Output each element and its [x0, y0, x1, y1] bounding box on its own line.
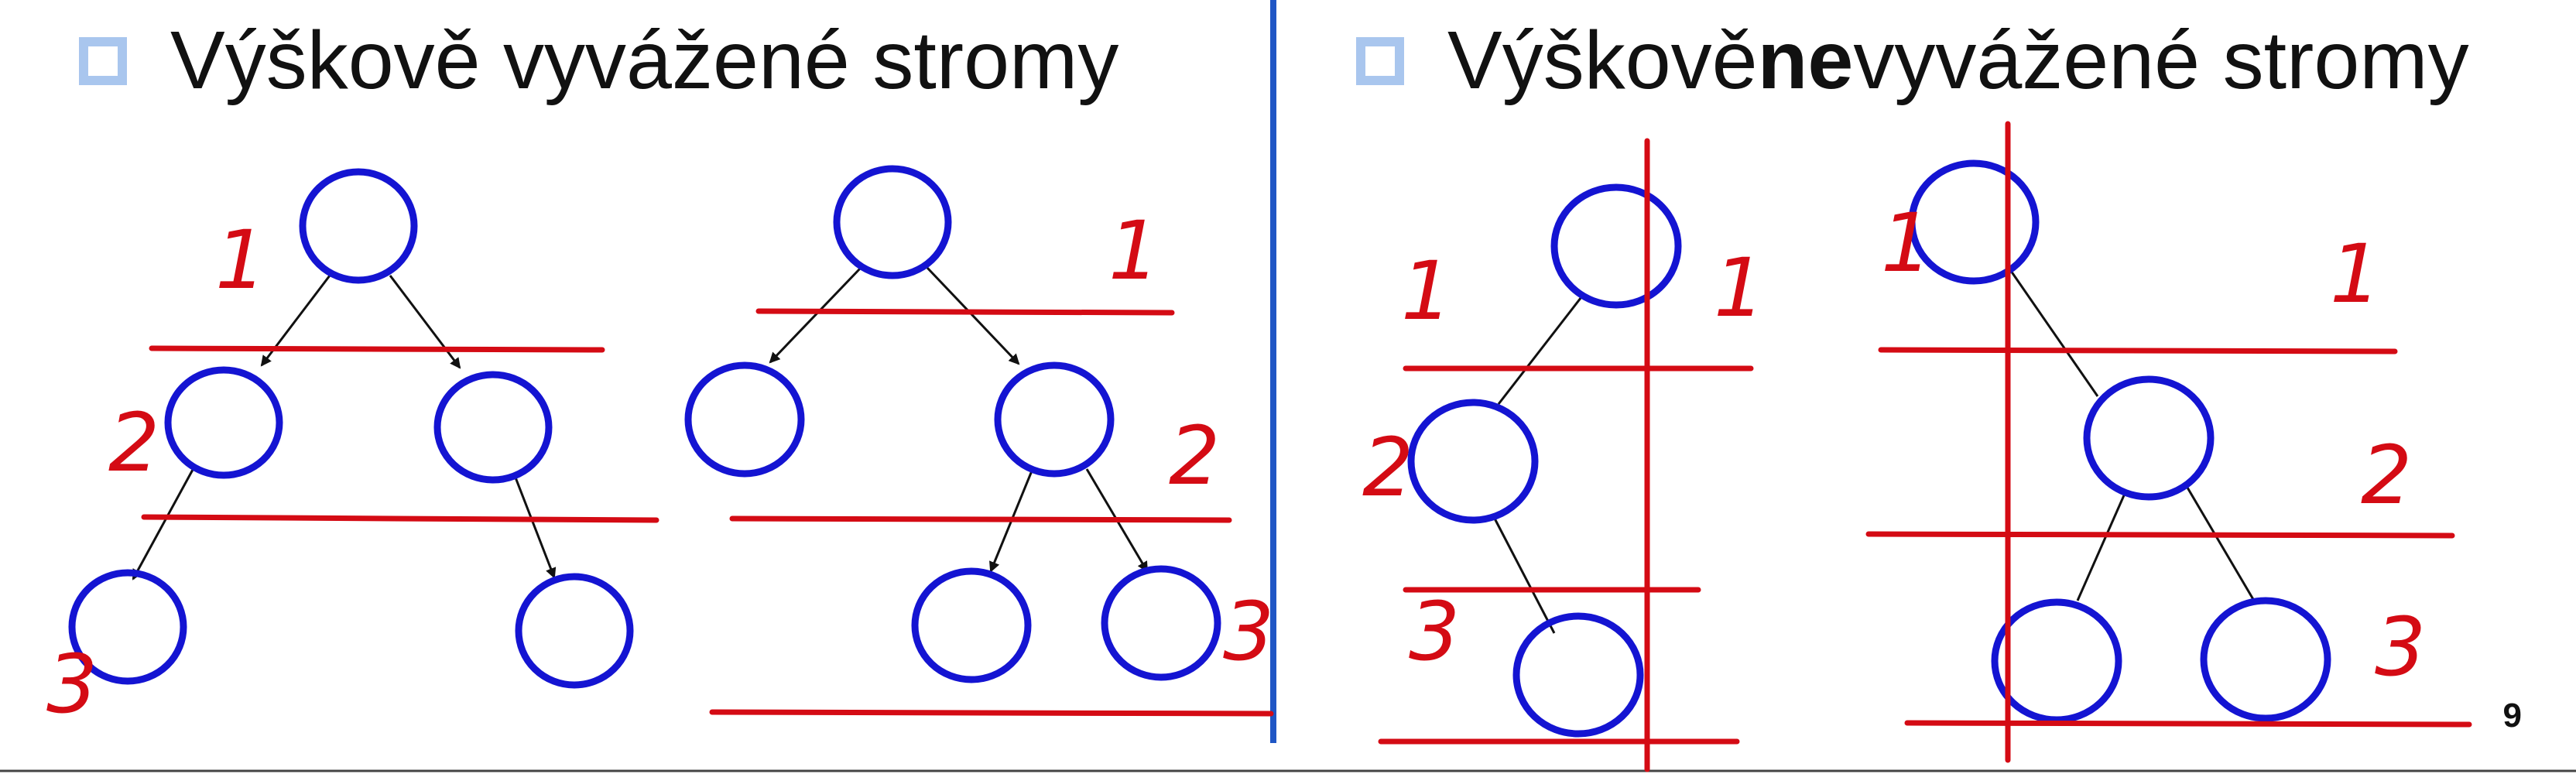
tree-node	[2083, 375, 2215, 501]
level-label: 1	[1108, 204, 1160, 298]
tree-edge	[2186, 487, 2256, 601]
tree-edge	[2076, 495, 2126, 601]
level-label: 1	[1401, 244, 1452, 338]
page-number: 9	[2502, 697, 2522, 735]
tree-node	[164, 366, 283, 479]
level-label: 2	[1169, 409, 1220, 503]
tree-node	[299, 168, 418, 284]
tree-node	[2200, 597, 2331, 722]
tree-edge	[926, 266, 1020, 365]
right-title-bold: ne	[1757, 15, 1854, 106]
level-line	[141, 514, 659, 523]
level-label: 2	[108, 396, 159, 490]
tree-node	[1908, 159, 2040, 285]
square-bullet-icon	[79, 36, 127, 85]
tree-node	[1101, 565, 1221, 681]
tree-1: 1 2 3	[46, 168, 659, 731]
tree-edge	[389, 275, 461, 369]
tree-2: 1 2 3	[684, 165, 1274, 717]
tree-edge	[514, 477, 557, 579]
tree-node	[515, 573, 634, 689]
level-line	[149, 345, 605, 353]
level-line	[729, 515, 1232, 523]
tree-node	[994, 361, 1115, 478]
left-panel-title: Výškově vyvážené stromy	[79, 14, 1118, 108]
tree-edge	[769, 266, 862, 364]
left-title-text: Výškově vyvážené stromy	[170, 15, 1119, 106]
level-label: 3	[1223, 584, 1274, 679]
level-label: 1	[215, 213, 266, 307]
tree-node	[684, 361, 805, 478]
tree-node	[1991, 598, 2122, 724]
right-title-suffix: vyvážené stromy	[1853, 15, 2469, 106]
level-label: 1	[2330, 227, 2381, 321]
tree-3: 1 2 3 1	[1362, 138, 1765, 772]
tree-node	[1550, 183, 1682, 309]
level-line	[755, 308, 1175, 316]
tree-edge	[260, 275, 331, 367]
level-label: 3	[1409, 584, 1460, 679]
tree-node	[68, 569, 187, 685]
level-label: 3	[46, 637, 98, 731]
level-label: 2	[1362, 420, 1413, 515]
level-label: 2	[2361, 428, 2412, 522]
square-bullet-icon	[1356, 36, 1404, 85]
tree-edge	[2009, 270, 2099, 397]
tree-node	[833, 165, 952, 279]
level-label: 1	[1881, 196, 1932, 290]
tree-4: 1 1 2 3	[1865, 121, 2472, 763]
tree-edge	[1497, 293, 1585, 405]
tree-node	[433, 371, 553, 484]
level-label: 3	[2375, 600, 2426, 694]
level-line	[709, 709, 1274, 717]
tree-node	[1512, 612, 1644, 738]
tree-edge	[1492, 516, 1556, 634]
right-title-prefix: Výškově	[1447, 15, 1758, 106]
level-line	[1904, 720, 2472, 728]
level-line	[1878, 347, 2398, 354]
level-line	[1865, 531, 2455, 539]
level-label: 1	[1714, 241, 1765, 335]
tree-node	[911, 567, 1032, 683]
tree-node	[1407, 399, 1539, 524]
tree-edge	[132, 467, 195, 580]
